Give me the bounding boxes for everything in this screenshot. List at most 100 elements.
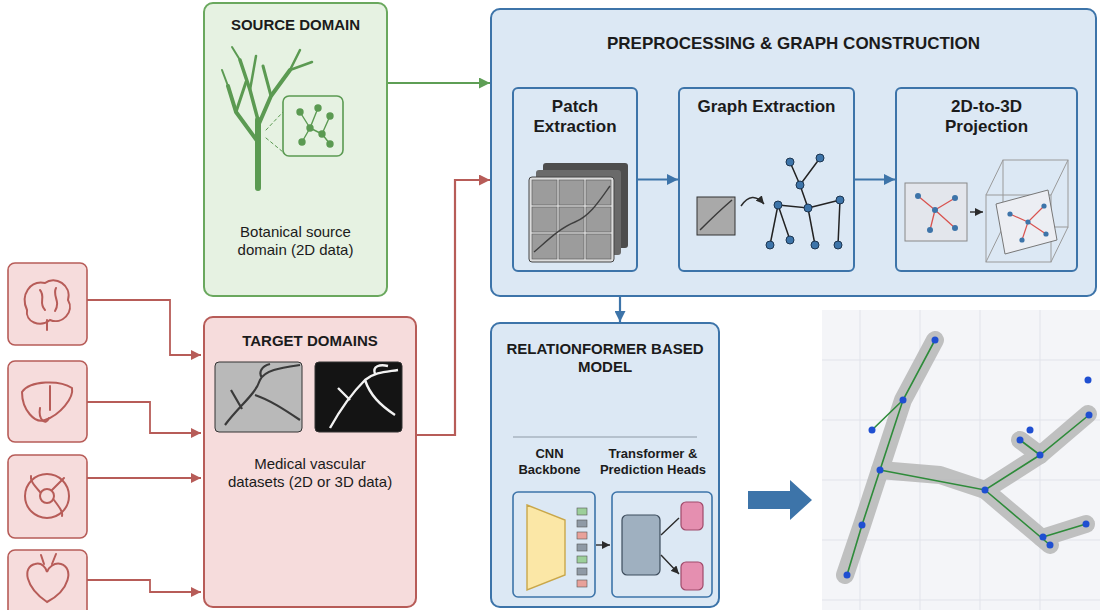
tree-branch <box>250 56 256 90</box>
icon-wires <box>87 300 201 592</box>
zoom-line <box>266 112 283 152</box>
projection-figure <box>927 227 933 233</box>
patch-stack <box>534 186 610 252</box>
liver-icon <box>22 382 72 421</box>
graph-render <box>1086 412 1093 419</box>
process-box: Graph Extraction <box>678 87 855 272</box>
box-fill <box>203 316 417 608</box>
box-heading: Patch Extraction <box>528 97 622 138</box>
prediction-head <box>681 562 703 590</box>
projection-figure <box>915 193 921 199</box>
projection-figure <box>918 196 955 230</box>
feature-tokens <box>577 508 587 515</box>
model-figure <box>596 544 610 545</box>
projection-figure <box>986 160 1068 262</box>
heart-icon <box>27 554 68 602</box>
eye-icon <box>40 489 54 503</box>
angiogram-3d <box>315 362 402 432</box>
graph-render <box>880 414 1088 490</box>
zoom-graph <box>327 113 333 119</box>
tree-branch <box>232 47 240 60</box>
eye-icon <box>25 474 69 518</box>
graph-extraction-figure <box>804 204 812 212</box>
flow-arrow <box>638 178 678 180</box>
graph-extraction-figure <box>836 196 844 204</box>
heart-icon <box>27 564 68 602</box>
graph-render <box>932 337 939 344</box>
flow-arrow <box>619 297 621 322</box>
tree-trunk <box>255 120 261 188</box>
graph-extraction-figure <box>697 154 844 249</box>
projection-figure <box>915 193 958 233</box>
patch-stack <box>532 180 611 259</box>
tree-branch <box>236 82 246 112</box>
box-heading: PREPROCESSING & GRAPH CONSTRUCTION <box>502 34 1085 54</box>
graph-render <box>822 310 1100 610</box>
icon-box <box>8 263 87 345</box>
graph-render <box>1017 437 1024 444</box>
zoom-graph <box>307 125 313 131</box>
liver-icon <box>22 382 72 420</box>
graph-extraction-figure <box>774 201 782 209</box>
box-fill <box>512 87 638 272</box>
projection-figure <box>1007 211 1012 216</box>
feature-tokens <box>577 520 587 527</box>
graph-render <box>822 310 1100 610</box>
tree-branch <box>263 66 271 96</box>
brain-icon <box>25 280 70 323</box>
feature-tokens <box>577 556 587 563</box>
process-box: Patch Extraction <box>512 87 638 272</box>
projection-figure <box>1007 203 1048 242</box>
icon-box <box>8 550 87 610</box>
organ-icons <box>8 263 87 610</box>
feature-tokens <box>577 568 587 575</box>
zoom-graph <box>297 109 303 115</box>
feature-tokens <box>577 544 587 551</box>
eye-icon <box>31 476 40 492</box>
box-heading: 2D-to-3D Projection <box>917 97 1056 138</box>
graph-extraction-figure <box>697 197 735 235</box>
model-box: RELATIONFORMER BASED MODELCNN BackboneTr… <box>490 322 720 608</box>
zoom-graph <box>319 131 325 137</box>
graph-render <box>844 337 1093 579</box>
graph-extraction-figure <box>766 154 844 249</box>
heart-icon <box>52 554 56 564</box>
box-fill <box>203 2 388 297</box>
source-domain-box: SOURCE DOMAINBotanical source domain (2D… <box>203 2 388 297</box>
icon-wire <box>87 477 201 479</box>
graph-render <box>1040 534 1047 541</box>
patch-stack <box>532 234 557 259</box>
box-fill <box>895 87 1078 272</box>
zoom-graph <box>300 108 330 144</box>
box-fill <box>490 8 1097 297</box>
preprocessing-panel: PREPROCESSING & GRAPH CONSTRUCTION Patch … <box>490 8 1097 297</box>
graph-render <box>1085 377 1092 384</box>
box-text: Medical vascular datasets (2D or 3D data… <box>227 455 393 491</box>
patch-stack <box>559 180 584 205</box>
angiogram-3d <box>330 365 398 428</box>
patch-stack <box>529 177 614 262</box>
graph-extraction-figure <box>786 236 794 244</box>
icon-box <box>8 361 87 442</box>
brain-icon <box>46 320 48 330</box>
angiogram-2d <box>215 362 302 432</box>
tree-branch <box>222 70 228 86</box>
icon-wire <box>87 402 201 433</box>
icon-wire <box>87 580 201 592</box>
graph-render <box>845 340 1088 575</box>
graph-extraction-figure <box>741 197 764 206</box>
angiogram-3d <box>315 362 402 432</box>
projection-figure <box>905 160 1068 262</box>
graph-extraction-figure <box>816 154 824 162</box>
box-text: Transformer & Prediction Heads <box>593 446 713 477</box>
zoom-box <box>283 96 343 156</box>
patch-stack <box>532 180 557 205</box>
zoom-graph <box>299 139 305 145</box>
flow-arrow <box>417 180 490 435</box>
projection-figure <box>1010 206 1046 240</box>
brain-icon <box>55 288 57 311</box>
box-text: Botanical source domain (2D data) <box>215 223 376 259</box>
cnn-box <box>513 492 595 597</box>
